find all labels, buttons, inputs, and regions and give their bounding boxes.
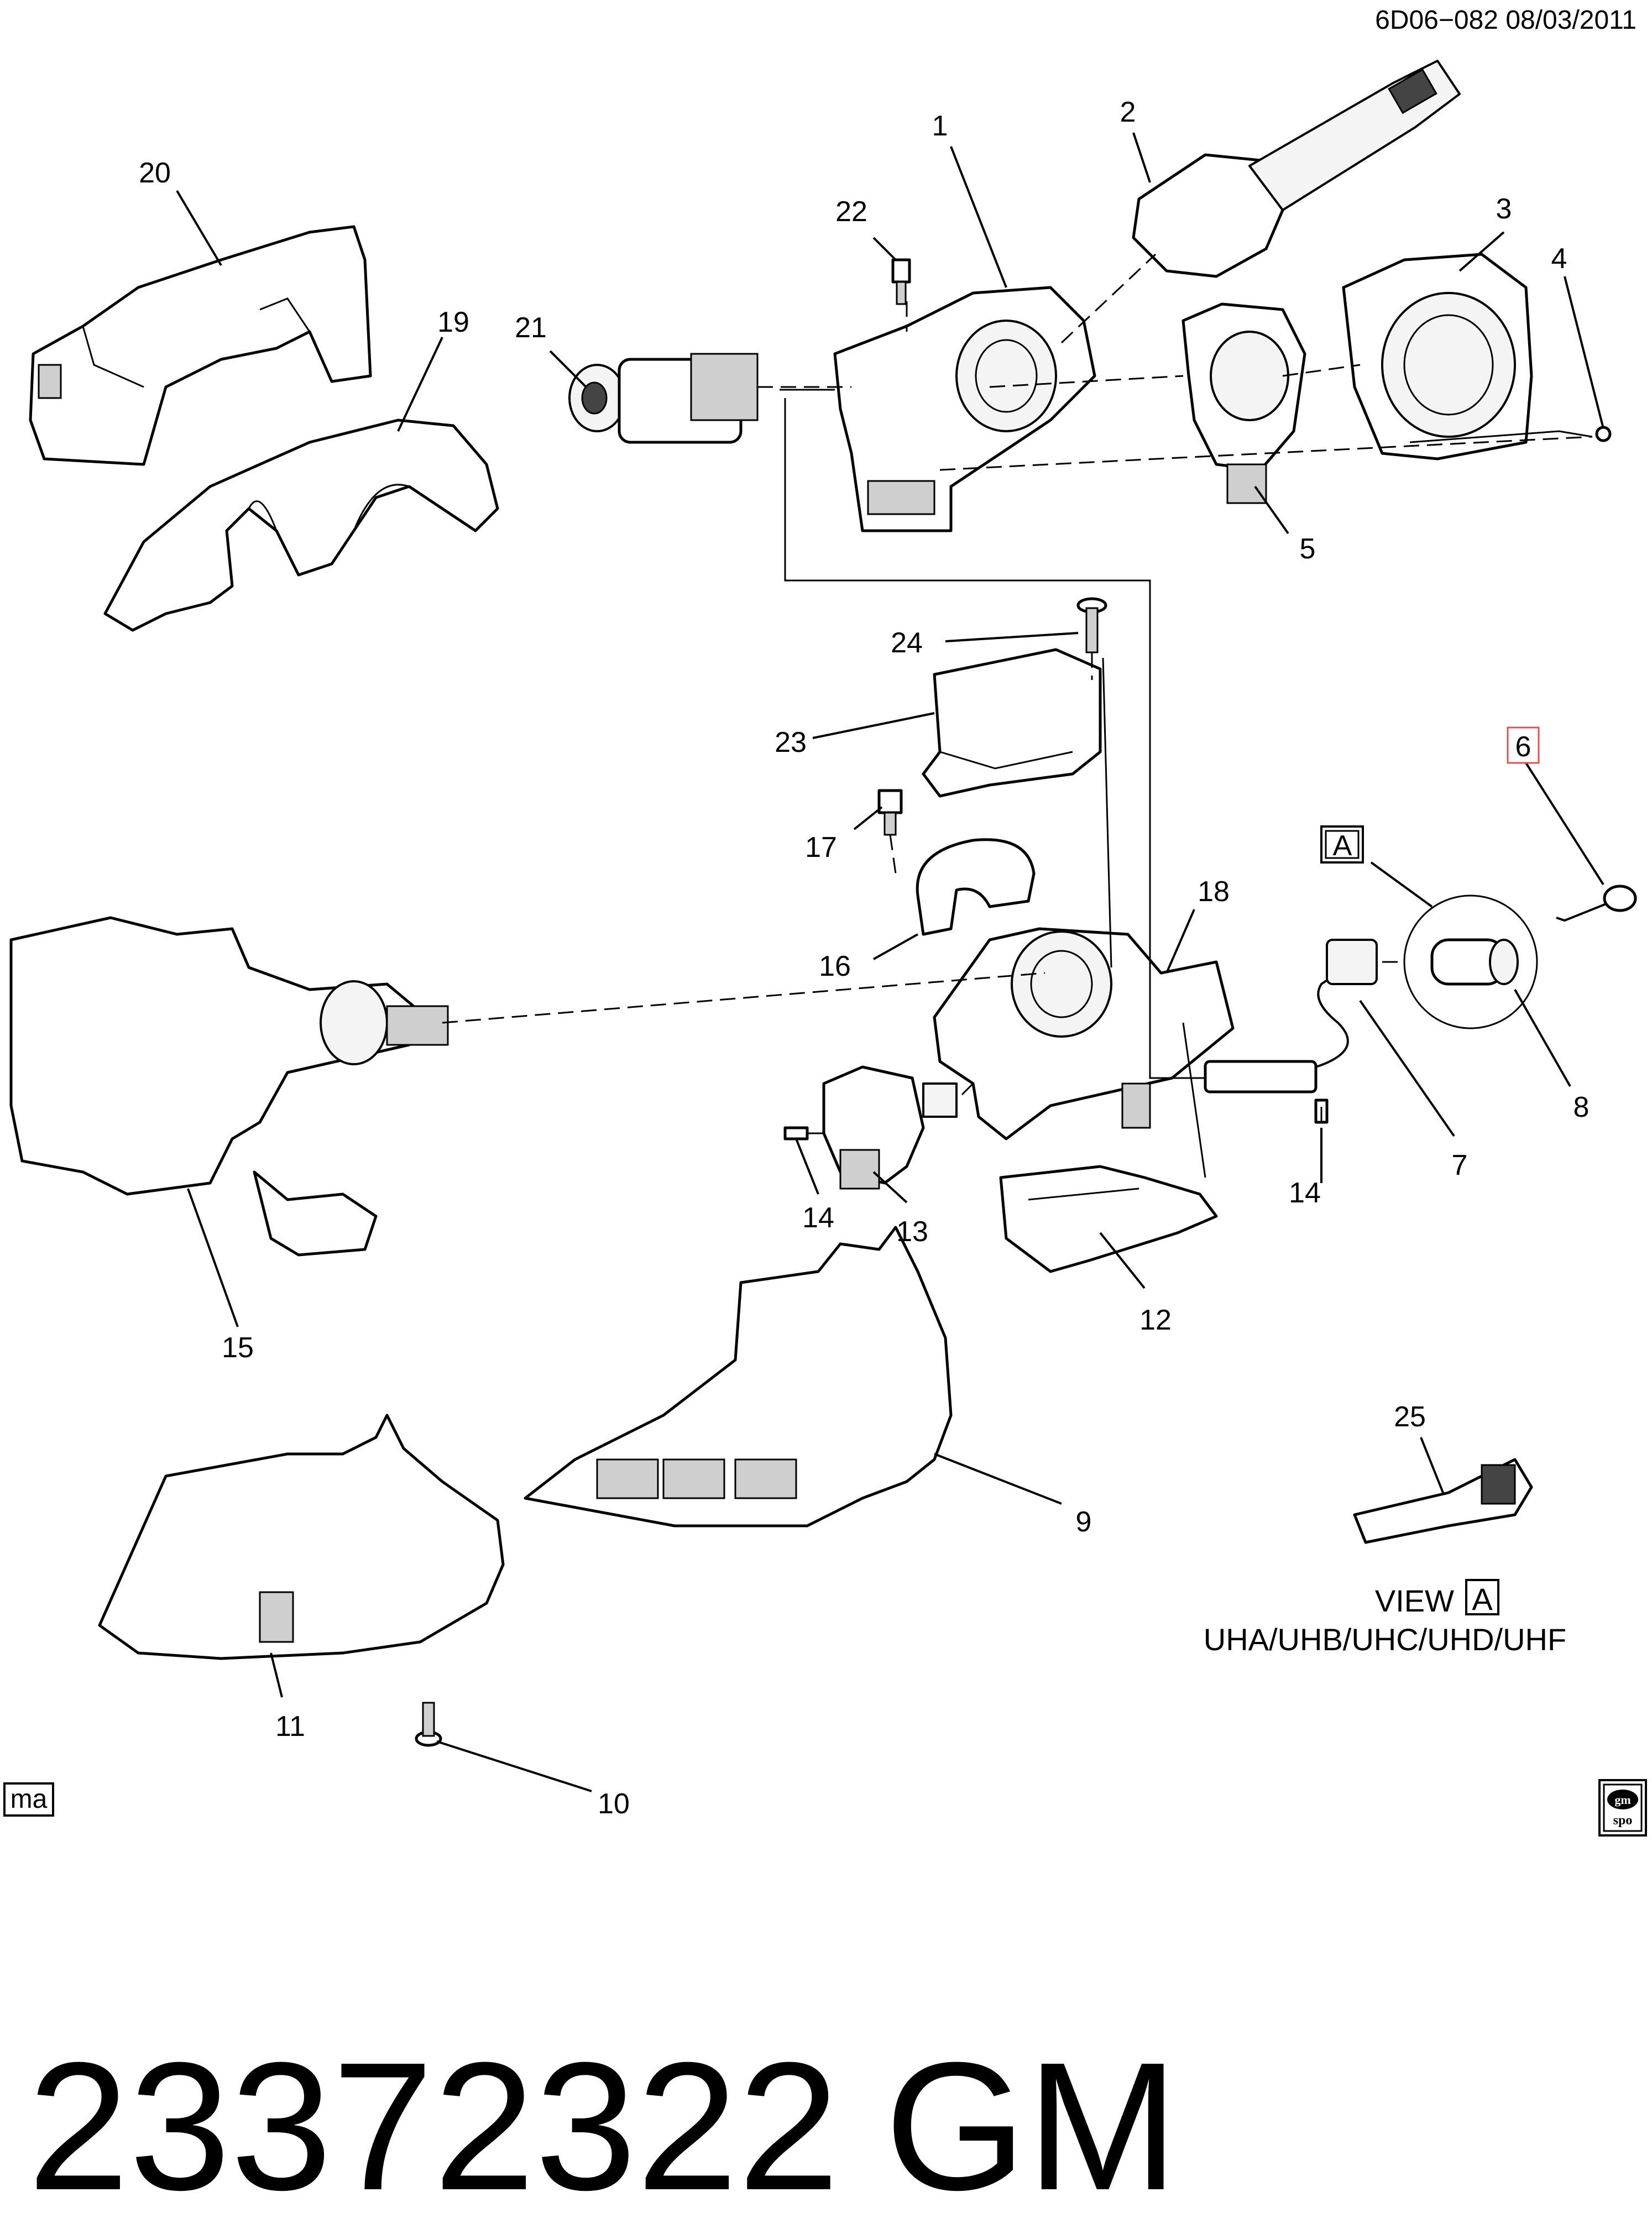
svg-text:spo: spo [1613, 1813, 1633, 1828]
part-2-multifunction-lever [1132, 60, 1461, 278]
callout-21: 21 [515, 312, 547, 344]
part-9-lower-trim [524, 1226, 953, 1527]
part-13-ignition-switch [822, 1065, 958, 1190]
callout-14-left: 14 [802, 1202, 834, 1234]
part-15-steering-column [9, 916, 449, 1257]
callout-10: 10 [598, 1788, 630, 1820]
callout-5: 5 [1300, 533, 1316, 565]
view-label-options: UHA/UHB/UHC/UHD/UHF [1204, 1622, 1566, 1657]
view-a-label: VIEW A UHA/UHB/UHC/UHD/UHF [1204, 1579, 1566, 1657]
callout-12: 12 [1139, 1304, 1172, 1336]
exploded-view-lines [442, 253, 1593, 1178]
part-22-bolt [891, 258, 911, 305]
part-7-harness [1204, 939, 1378, 1094]
callout-17: 17 [805, 831, 837, 864]
part-1-switch-housing [833, 286, 1096, 532]
callout-16: 16 [819, 950, 851, 982]
callout-7: 7 [1452, 1149, 1468, 1181]
svg-text:gm: gm [1614, 1793, 1630, 1807]
part-number: 23372322 [28, 2024, 839, 2213]
brand: GM [885, 2024, 1179, 2213]
view-label-prefix: VIEW [1375, 1583, 1454, 1618]
callout-4: 4 [1551, 243, 1567, 275]
part-3-clockspring [1342, 253, 1593, 461]
callout-24: 24 [891, 627, 923, 659]
callout-2: 2 [1120, 96, 1136, 128]
part-10-screw [415, 1702, 442, 1747]
part-8-lock-cylinder-view [1403, 894, 1538, 1029]
callout-3: 3 [1496, 193, 1512, 225]
part-16-clamp [916, 838, 1036, 936]
callout-11: 11 [275, 1710, 305, 1743]
part-19-lower-cover [103, 418, 499, 632]
callout-6-highlight [1507, 726, 1540, 764]
view-a-box-letter: A [1333, 830, 1352, 862]
callout-6: 6 [1515, 731, 1531, 763]
callout-1: 1 [932, 110, 948, 142]
callout-9: 9 [1076, 1506, 1092, 1538]
part-21-switch [568, 353, 759, 444]
callout-leaders [176, 132, 1604, 1792]
callout-22: 22 [835, 196, 867, 228]
part-25-switch [1353, 1458, 1533, 1544]
view-a-marker: A [1320, 825, 1364, 864]
callout-25: 25 [1394, 1401, 1426, 1433]
part-4-screw [1595, 426, 1612, 442]
part-24-screw [1076, 597, 1107, 653]
callout-20: 20 [139, 157, 171, 189]
corner-tag-left: ma [3, 1782, 54, 1817]
part-14-screw-left [783, 1126, 809, 1140]
callout-14-right: 14 [1289, 1177, 1321, 1209]
part-20-upper-cover [29, 225, 372, 466]
part-23-bracket [922, 648, 1102, 798]
gmspo-logo: gm spo [1598, 1779, 1647, 1837]
callout-18: 18 [1198, 876, 1230, 908]
callout-19: 19 [437, 306, 469, 338]
callout-labels: 1 2 3 4 5 6 7 8 9 10 11 12 13 14 14 15 1… [139, 96, 1589, 1820]
part-11-lower-cover [98, 1414, 505, 1660]
part-17-bolt [877, 789, 903, 836]
corner-tag-ma: ma [11, 1785, 48, 1814]
part-6-key [1556, 885, 1637, 922]
callout-13: 13 [896, 1216, 928, 1248]
callout-8: 8 [1573, 1091, 1590, 1123]
part-5-steering-sensor [1182, 302, 1306, 504]
callout-23: 23 [775, 726, 807, 758]
part-18-lock-housing [933, 927, 1235, 1140]
callout-15: 15 [222, 1332, 254, 1364]
view-label-letter: A [1472, 1582, 1493, 1616]
diagram-code: 6D06−082 08/03/2011 [1375, 6, 1637, 35]
part-12-mount [999, 1165, 1218, 1273]
